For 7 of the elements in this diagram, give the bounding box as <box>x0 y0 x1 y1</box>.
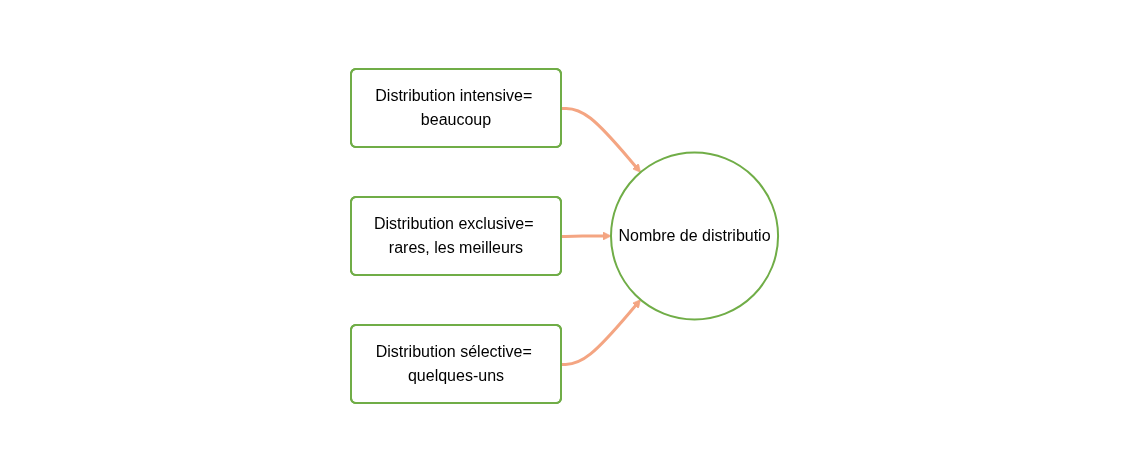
node-text: Distribution sélective= quelques-uns <box>376 342 533 384</box>
arrow <box>561 298 642 366</box>
arrow <box>561 106 642 173</box>
node-text: Distribution exclusive= rares, les meilleurs <box>374 214 535 256</box>
node-circle: Nombre de distributio <box>610 150 780 321</box>
arrow <box>561 231 612 240</box>
node-text: Distribution intensive= beaucoup <box>375 86 533 128</box>
